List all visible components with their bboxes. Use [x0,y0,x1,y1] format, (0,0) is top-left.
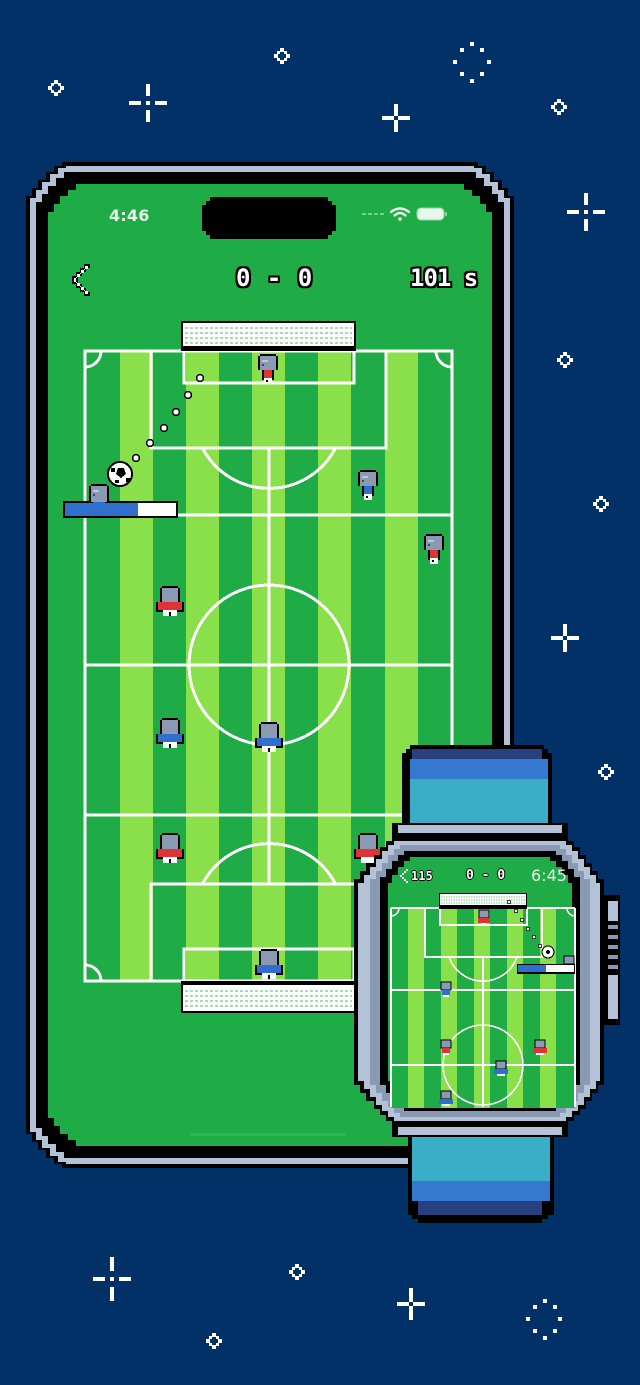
sparkle-star-icon [289,1264,305,1280]
watch-back-button[interactable]: 115 [399,868,433,884]
wifi-icon [390,207,410,221]
home-indicator[interactable] [190,1133,346,1136]
plus-star-icon [382,104,410,132]
kick-power-bar [63,501,178,518]
dynamic-island [202,197,336,239]
plus-star-icon [551,624,579,652]
player-blue-striker [89,484,109,506]
soccer-ball [107,461,133,487]
watch-strap-top [402,745,552,835]
sparkle-star-icon [206,1333,222,1349]
battery-icon [416,207,447,221]
chevron-left-icon [400,869,408,883]
plus-star-icon [397,1288,425,1320]
sparkle-star-icon [598,764,614,780]
bottom-goal-net [181,981,356,1013]
watch-match-score: 0 - 0 [466,868,506,883]
status-bar-icons [362,207,448,221]
player-red-winger [354,833,382,863]
phone-pitch[interactable] [60,318,480,1018]
match-timer: 101 s [410,264,478,292]
player-blue-center [255,722,283,752]
back-button[interactable] [66,262,96,298]
cross-star-icon [93,1257,131,1301]
match-score: 0 - 0 [236,264,314,292]
player-red-midfielder [156,586,184,616]
player-red-goalkeeper [258,354,278,384]
status-bar-time: 4:46 [109,206,150,225]
player-red-forward [156,833,184,863]
player-blue-defender [156,718,184,748]
player-blue-midfielder [358,470,378,500]
sparkle-star-icon [48,80,64,96]
sparkle-star-icon [557,352,573,368]
cross-star-icon [129,84,167,122]
smartwatch-device [352,745,634,1223]
watch-pitch [390,893,576,1108]
ring-star-icon [526,1299,564,1341]
sparkle-star-icon [274,48,290,64]
player-blue-goalkeeper [255,949,283,979]
sparkle-star-icon [593,496,609,512]
ring-star-icon [453,42,491,84]
signal-dots-icon [362,213,384,215]
top-goal-net [181,321,356,351]
player-red-defender [424,534,444,564]
chevron-left-icon [72,264,90,296]
watch-clock-time: 6:45 [531,866,567,885]
sparkle-star-icon [551,99,567,115]
cross-star-icon [567,193,605,231]
watch-strap-bottom [408,1135,554,1223]
watch-back-count: 115 [411,869,433,883]
